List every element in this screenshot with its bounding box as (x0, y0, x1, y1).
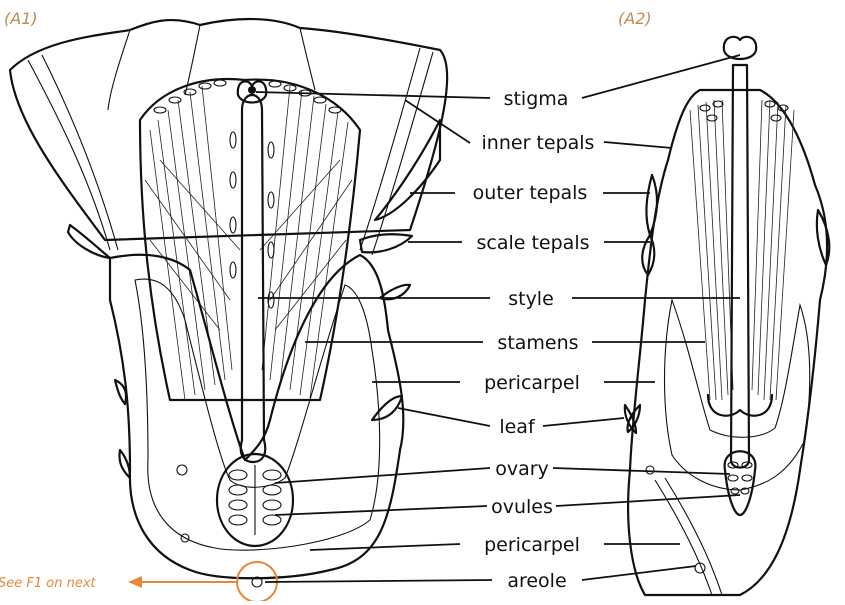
label-stigma: stigma (504, 88, 569, 110)
label-pericarpel-2: pericarpel (484, 534, 580, 556)
label-style: style (508, 288, 554, 310)
a1-style (241, 95, 266, 462)
a1-stamens (140, 79, 360, 400)
label-inner-tepals: inner tepals (482, 132, 595, 154)
leader-stigma-right (582, 55, 740, 98)
leader-areole-right (582, 566, 696, 580)
flower-a2 (625, 37, 829, 595)
leader-lines (128, 55, 740, 588)
panel-label-a2: (A2) (618, 9, 652, 28)
flower-a1 (10, 19, 447, 601)
label-pericarpel-1: pericarpel (484, 372, 580, 394)
a2-pericarpel-tissue (665, 300, 810, 490)
leader-leaf-right (543, 418, 624, 426)
leader-pericarpel2-left (310, 544, 460, 550)
label-scale-tepals: scale tepals (476, 232, 589, 254)
leader-inner-tepals-right (604, 142, 672, 148)
label-ovary: ovary (495, 458, 549, 480)
see-f1-note[interactable]: See F1 on next (0, 576, 97, 591)
a2-ovary (725, 451, 756, 515)
a1-pericarpel (110, 255, 403, 578)
leader-ovary-left (275, 468, 490, 483)
label-ovules: ovules (491, 496, 553, 518)
a1-pericarpel-tissue (135, 279, 380, 550)
a2-style (731, 65, 749, 468)
leader-stigma-left (256, 92, 490, 98)
see-f1-arrow-head (128, 576, 142, 588)
a1-scale-tepals (360, 234, 412, 252)
label-outer-tepals: outer tepals (473, 182, 588, 204)
leader-ovules-left (275, 506, 487, 515)
label-leaf: leaf (499, 416, 536, 438)
leader-ovules-right (556, 495, 740, 506)
panel-label-a1: (A1) (4, 9, 38, 28)
a1-ovules (229, 465, 281, 535)
leader-ovary-right (553, 468, 730, 474)
leader-areole-left (265, 580, 492, 582)
label-areole: areole (507, 570, 566, 592)
a1-leaf (372, 396, 402, 420)
label-stamens: stamens (497, 332, 578, 354)
leader-leaf-left (398, 408, 490, 426)
